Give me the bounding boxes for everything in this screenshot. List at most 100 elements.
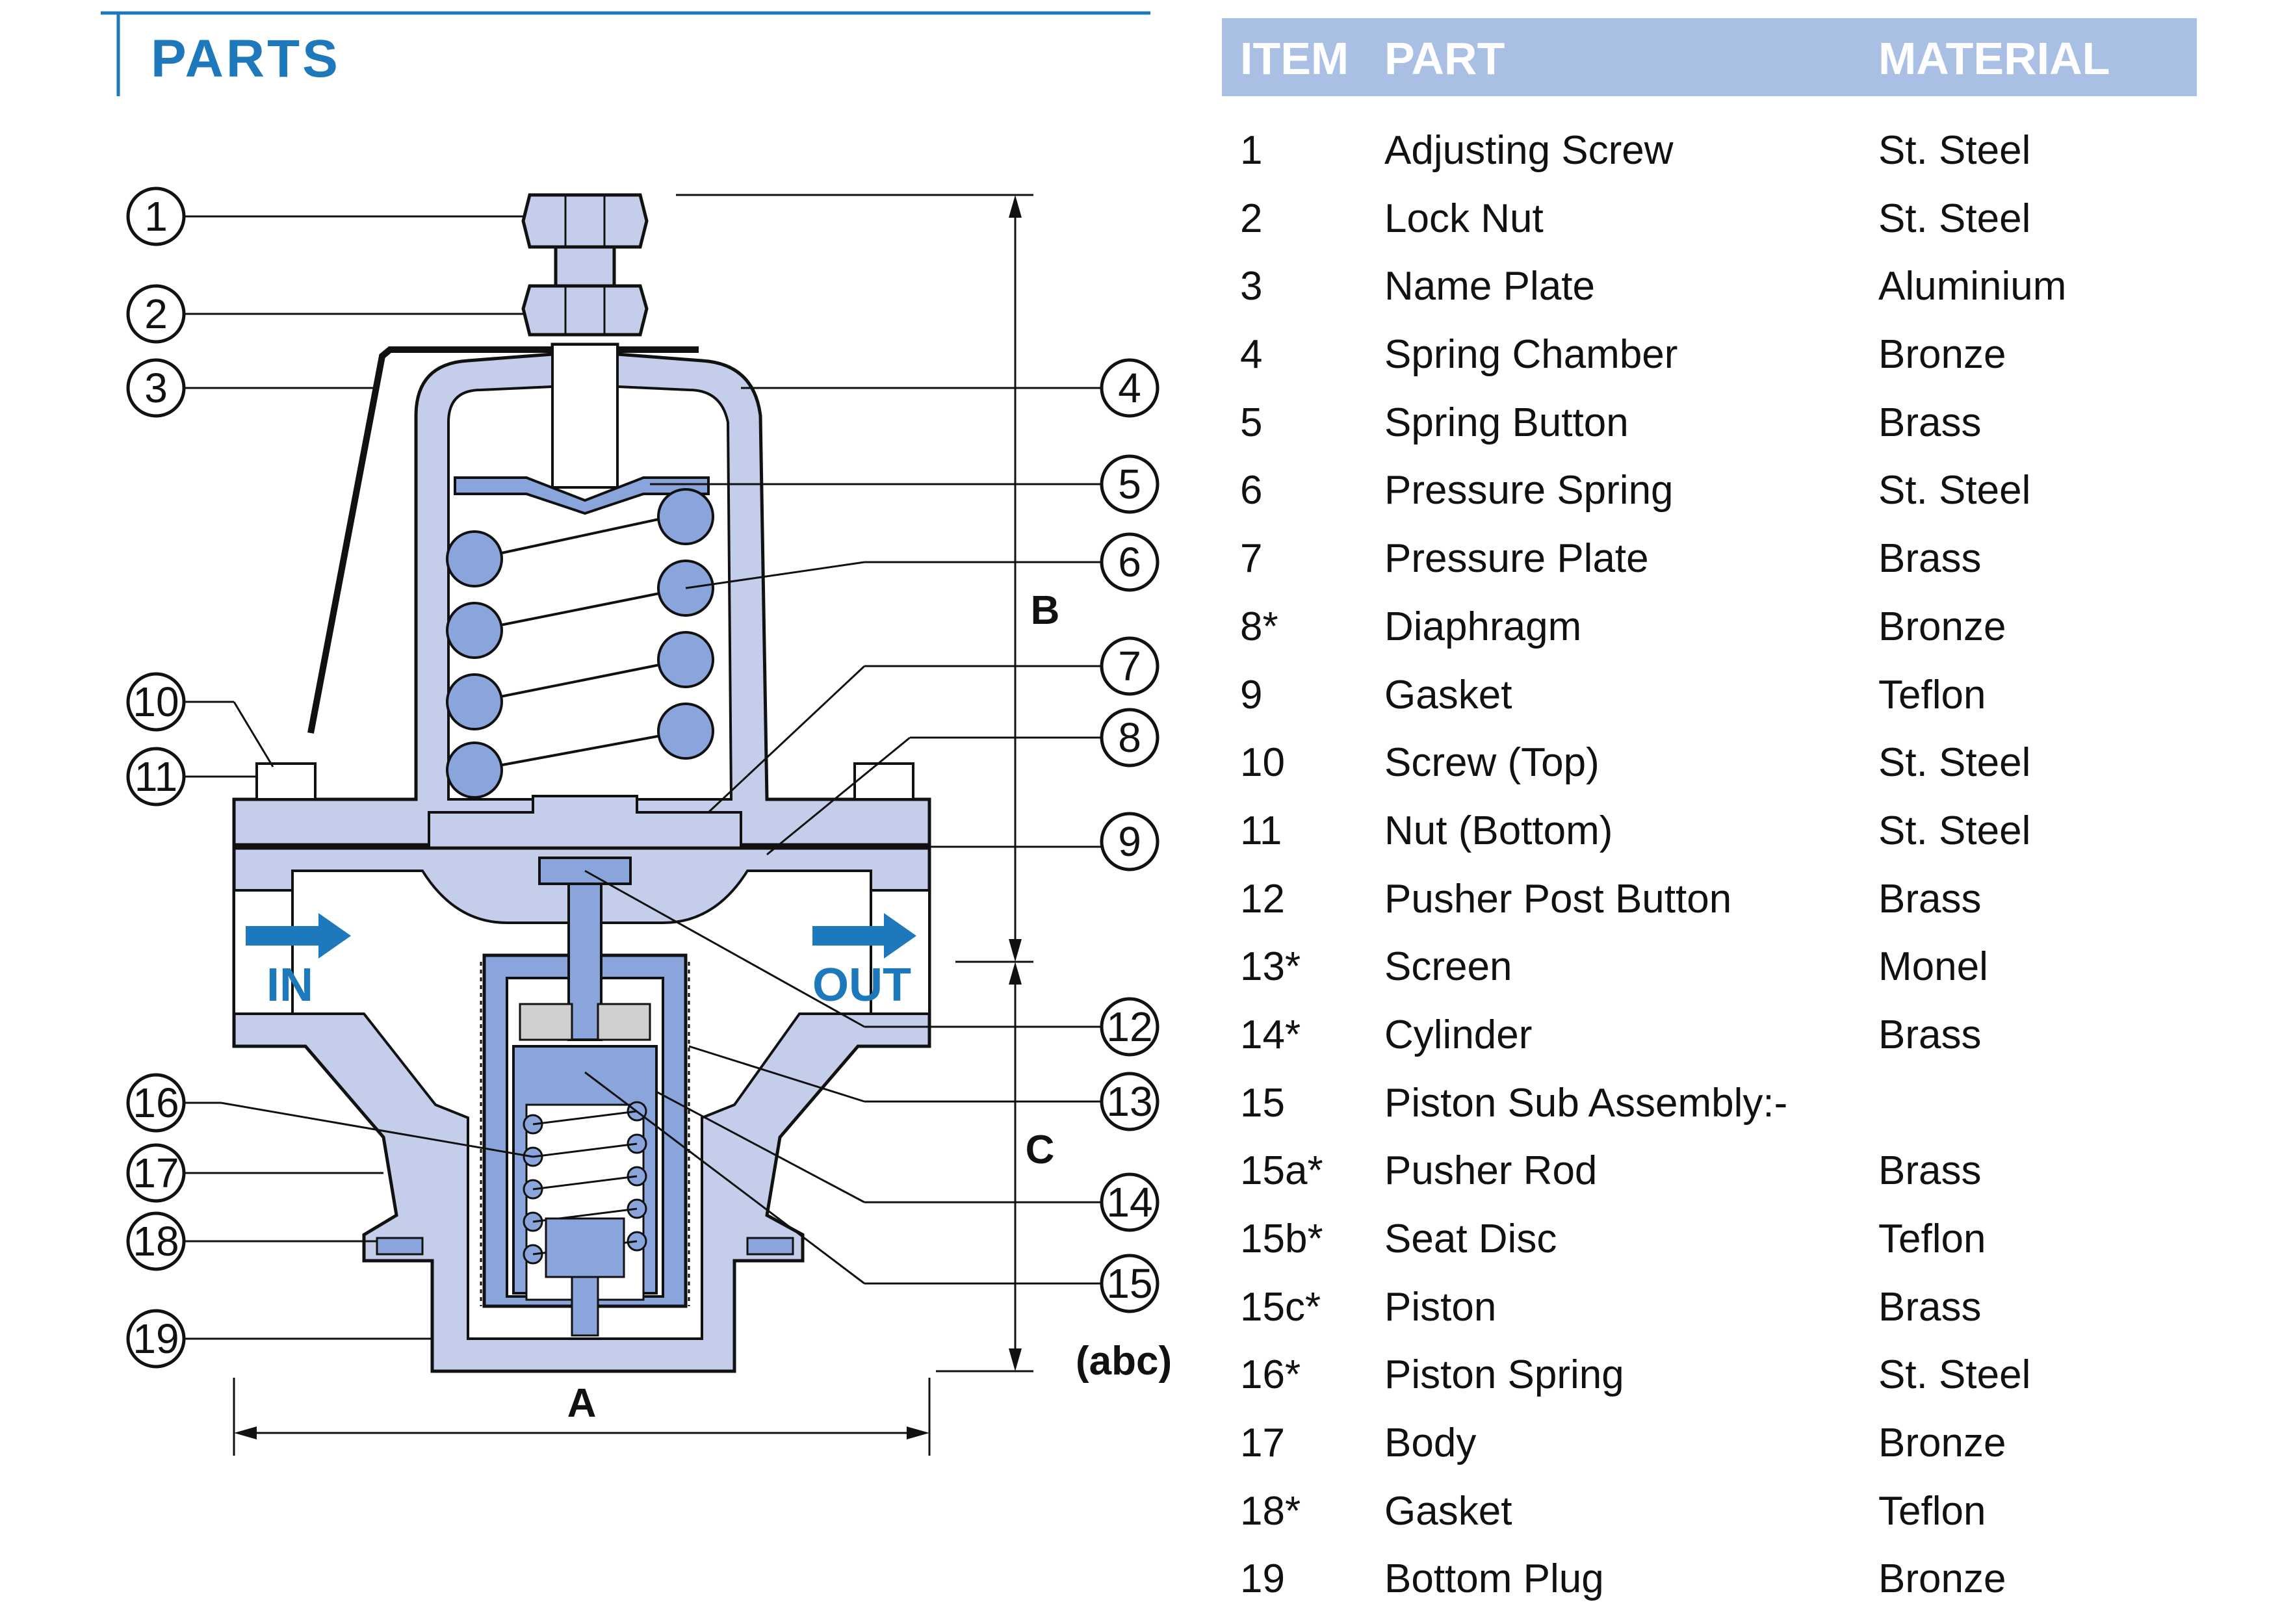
callout-label-10: 10 — [133, 678, 179, 725]
callout-label-4: 4 — [1118, 365, 1141, 411]
row-material: Monel — [1878, 944, 1988, 990]
table-header: ITEM PART MATERIAL — [1222, 18, 2197, 96]
column-header-part: PART — [1384, 33, 1505, 84]
name-plate — [307, 346, 699, 734]
lock-nut — [521, 284, 649, 337]
table-row: 8* Diaphragm Bronze — [1222, 604, 2197, 672]
callout-label-18: 18 — [133, 1218, 179, 1265]
row-material: St. Steel — [1878, 196, 2031, 241]
callout-label-9: 9 — [1118, 818, 1141, 865]
page-title: PARTS — [151, 29, 341, 88]
row-material: Bronze — [1878, 1421, 2006, 1466]
row-item: 12 — [1240, 876, 1285, 922]
callout-label-7: 7 — [1118, 643, 1141, 690]
row-part: Piston Spring — [1384, 1352, 1624, 1398]
row-material: Brass — [1878, 536, 1982, 582]
row-material: Teflon — [1878, 672, 1986, 717]
column-header-item: ITEM — [1240, 33, 1349, 84]
row-part: Pusher Rod — [1384, 1148, 1598, 1194]
row-material: Aluminium — [1878, 264, 2067, 309]
row-item: 15c* — [1240, 1284, 1321, 1330]
row-part: Lock Nut — [1384, 196, 1544, 241]
row-part: Gasket — [1384, 672, 1512, 717]
dimension-label-b: B — [1031, 588, 1060, 633]
row-item: 10 — [1240, 740, 1285, 786]
callout-label-12: 12 — [1106, 1003, 1152, 1050]
row-item: 18* — [1240, 1488, 1301, 1534]
dimension-label-a: A — [567, 1381, 597, 1426]
table-row: 15a* Pusher Rod Brass — [1222, 1148, 2197, 1216]
table-row: 15 Piston Sub Assembly:- — [1222, 1080, 2197, 1148]
row-item: 19 — [1240, 1556, 1285, 1602]
row-material: Bronze — [1878, 604, 2006, 649]
inlet-arrow-icon — [246, 913, 351, 959]
row-material: Bronze — [1878, 1556, 2006, 1602]
row-part: Piston — [1384, 1284, 1497, 1330]
table-row: 15b* Seat Disc Teflon — [1222, 1216, 2197, 1284]
row-item: 17 — [1240, 1421, 1285, 1466]
row-part: Screw (Top) — [1384, 740, 1600, 786]
row-item: 13* — [1240, 944, 1301, 990]
row-material: St. Steel — [1878, 128, 2031, 173]
column-header-material: MATERIAL — [1878, 33, 2110, 84]
spring-button — [454, 476, 710, 515]
row-material: Brass — [1878, 1284, 1982, 1330]
row-item: 1 — [1240, 128, 1263, 173]
row-item: 15 — [1240, 1080, 1285, 1126]
row-item: 2 — [1240, 196, 1263, 241]
row-part: Screen — [1384, 944, 1512, 990]
table-row: 7 Pressure Plate Brass — [1222, 535, 2197, 604]
table-row: 6 Pressure Spring St. Steel — [1222, 467, 2197, 535]
row-material: Bronze — [1878, 332, 2006, 378]
row-part: Spring Button — [1384, 400, 1629, 445]
row-part: Piston Sub Assembly:- — [1384, 1080, 1788, 1126]
row-item: 7 — [1240, 536, 1263, 582]
callout-label-16: 16 — [133, 1079, 179, 1126]
row-material: Brass — [1878, 400, 1982, 445]
row-item: 8* — [1240, 604, 1278, 649]
row-part: Body — [1384, 1421, 1477, 1466]
row-part: Adjusting Screw — [1384, 128, 1674, 173]
row-item: 3 — [1240, 264, 1263, 309]
row-part: Pressure Spring — [1384, 468, 1674, 513]
row-part: Seat Disc — [1384, 1217, 1557, 1261]
row-material: Teflon — [1878, 1488, 1986, 1534]
inlet-label: IN — [266, 959, 313, 1011]
row-item: 11 — [1240, 808, 1282, 853]
row-item: 5 — [1240, 400, 1263, 445]
piston-spring — [523, 1101, 647, 1337]
table-row: 13* Screen Monel — [1222, 944, 2197, 1012]
callout-label-3: 3 — [144, 365, 168, 411]
row-part: Pusher Post Button — [1384, 876, 1732, 922]
row-material: Brass — [1878, 1148, 1982, 1194]
table-row: 15c* Piston Brass — [1222, 1284, 2197, 1352]
callout-label-14: 14 — [1106, 1179, 1152, 1226]
row-item: 6 — [1240, 468, 1263, 513]
row-part: Diaphragm — [1384, 604, 1582, 649]
row-item: 15a* — [1240, 1148, 1323, 1194]
callout-label-11: 11 — [135, 753, 177, 800]
regulator-cross-section: IN OUT 1 2 3 10 11 16 17 18 19 — [126, 187, 1172, 1456]
callout-label-2: 2 — [144, 290, 168, 337]
row-part: Spring Chamber — [1384, 332, 1678, 378]
row-part: Bottom Plug — [1384, 1556, 1604, 1602]
row-item: 15b* — [1240, 1217, 1323, 1261]
row-item: 16* — [1240, 1352, 1301, 1398]
row-material: Teflon — [1878, 1217, 1986, 1261]
row-part: Pressure Plate — [1384, 536, 1649, 582]
callouts-right — [584, 358, 1159, 1313]
row-material: St. Steel — [1878, 468, 2031, 513]
dimension-lines — [233, 194, 1033, 1456]
table-row: 17 Body Bronze — [1222, 1420, 2197, 1488]
dimension-label-c: C — [1026, 1128, 1055, 1172]
callout-label-1: 1 — [144, 193, 168, 240]
table-row: 19 Bottom Plug Bronze — [1222, 1556, 2197, 1624]
